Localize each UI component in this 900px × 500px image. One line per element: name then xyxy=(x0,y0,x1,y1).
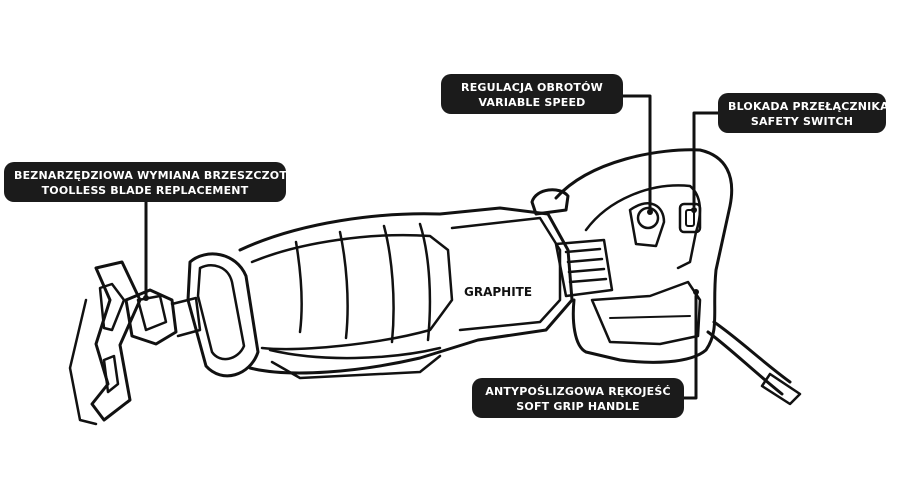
callout-safety-switch: BLOKADA PRZEŁĄCZNIKA SAFETY SWITCH xyxy=(718,93,889,133)
callout-grip-line2: SOFT GRIP HANDLE xyxy=(516,400,640,413)
leader-speed-dot xyxy=(647,209,653,215)
callout-safety-line1: BLOKADA PRZEŁĄCZNIKA xyxy=(728,100,889,113)
callout-blade-line1: BEZNARZĘDZIOWA WYMIANA BRZESZCZOTU xyxy=(14,169,297,182)
trigger xyxy=(628,202,666,248)
blade-shoe xyxy=(68,260,142,426)
leader-speed xyxy=(621,94,652,210)
saw-body xyxy=(238,206,574,380)
brand-logo: GRAPHITE xyxy=(464,285,532,299)
callout-lines xyxy=(143,94,720,400)
callout-variable-speed: REGULACJA OBROTÓW VARIABLE SPEED xyxy=(441,74,623,114)
callout-soft-grip: ANTYPOŚLIZGOWA RĘKOJEŚĆ SOFT GRIP HANDLE xyxy=(472,378,684,418)
leader-blade-dot xyxy=(143,295,149,301)
top-knob xyxy=(530,188,570,216)
leader-safety xyxy=(692,111,720,208)
callout-safety-line2: SAFETY SWITCH xyxy=(750,115,854,128)
motor-vents xyxy=(554,238,614,298)
callout-speed-line2: VARIABLE SPEED xyxy=(478,96,586,109)
safety-button xyxy=(678,202,702,234)
rear-handle xyxy=(554,148,734,364)
leader-grip-dot xyxy=(693,289,699,295)
leader-safety-dot xyxy=(691,207,697,213)
callout-speed-line1: REGULACJA OBROTÓW xyxy=(461,81,603,94)
callout-blade-line2: TOOLLESS BLADE REPLACEMENT xyxy=(41,184,249,197)
leader-grip xyxy=(682,294,698,400)
callout-blade-replacement: BEZNARZĘDZIOWA WYMIANA BRZESZCZOTU TOOLL… xyxy=(4,162,297,202)
front-nose xyxy=(186,252,260,378)
blade-clamp xyxy=(124,288,202,346)
callout-grip-line1: ANTYPOŚLIZGOWA RĘKOJEŚĆ xyxy=(485,385,671,398)
power-cord xyxy=(706,320,802,406)
